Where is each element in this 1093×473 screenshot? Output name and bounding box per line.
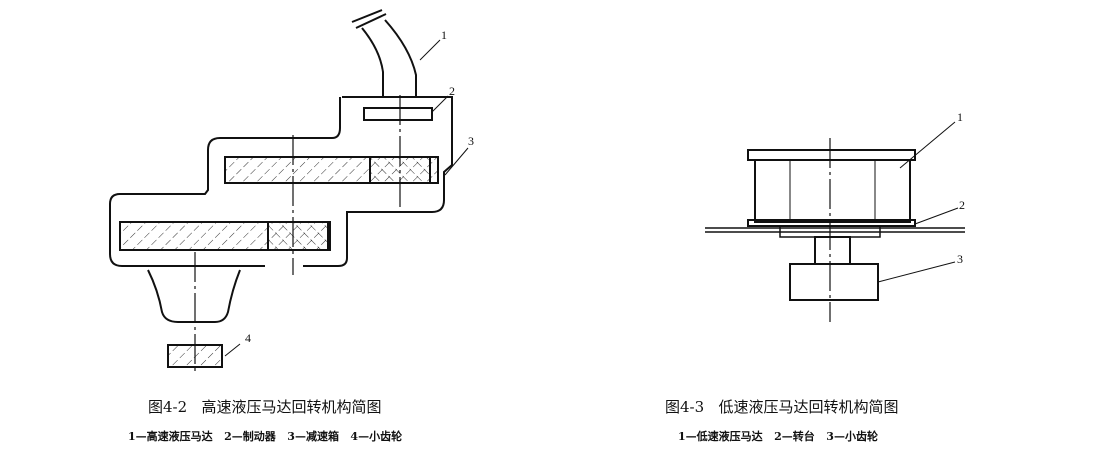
turntable (705, 227, 965, 233)
figure-caption: 图4-3 低速液压马达回转机构简图 (665, 398, 899, 416)
label-1: 1 (957, 110, 963, 124)
label-1: 1 (441, 28, 447, 42)
gearbox-housing (109, 96, 453, 267)
shaft (814, 236, 851, 265)
label-3: 3 (468, 134, 474, 148)
figure-caption: 图4-2 高速液压马达回转机构简图 (148, 398, 382, 416)
figure-legend: 1—高速液压马达 2—制动器 3—减速箱 4—小齿轮 (128, 430, 403, 443)
figure-legend: 1—低速液压马达 2—转台 3—小齿轮 (678, 430, 878, 443)
low-speed-motor-diagram (705, 121, 965, 322)
high-speed-motor-diagram (109, 9, 469, 372)
label-4: 4 (245, 331, 251, 345)
motor-top-plate (747, 149, 916, 161)
motor-pipe (351, 9, 417, 97)
small-pinion (789, 263, 879, 301)
low-speed-motor (754, 159, 911, 223)
label-3: 3 (957, 252, 963, 266)
pedestal (147, 269, 241, 323)
label-2: 2 (959, 198, 965, 212)
brake (363, 107, 433, 121)
label-2: 2 (449, 84, 455, 98)
